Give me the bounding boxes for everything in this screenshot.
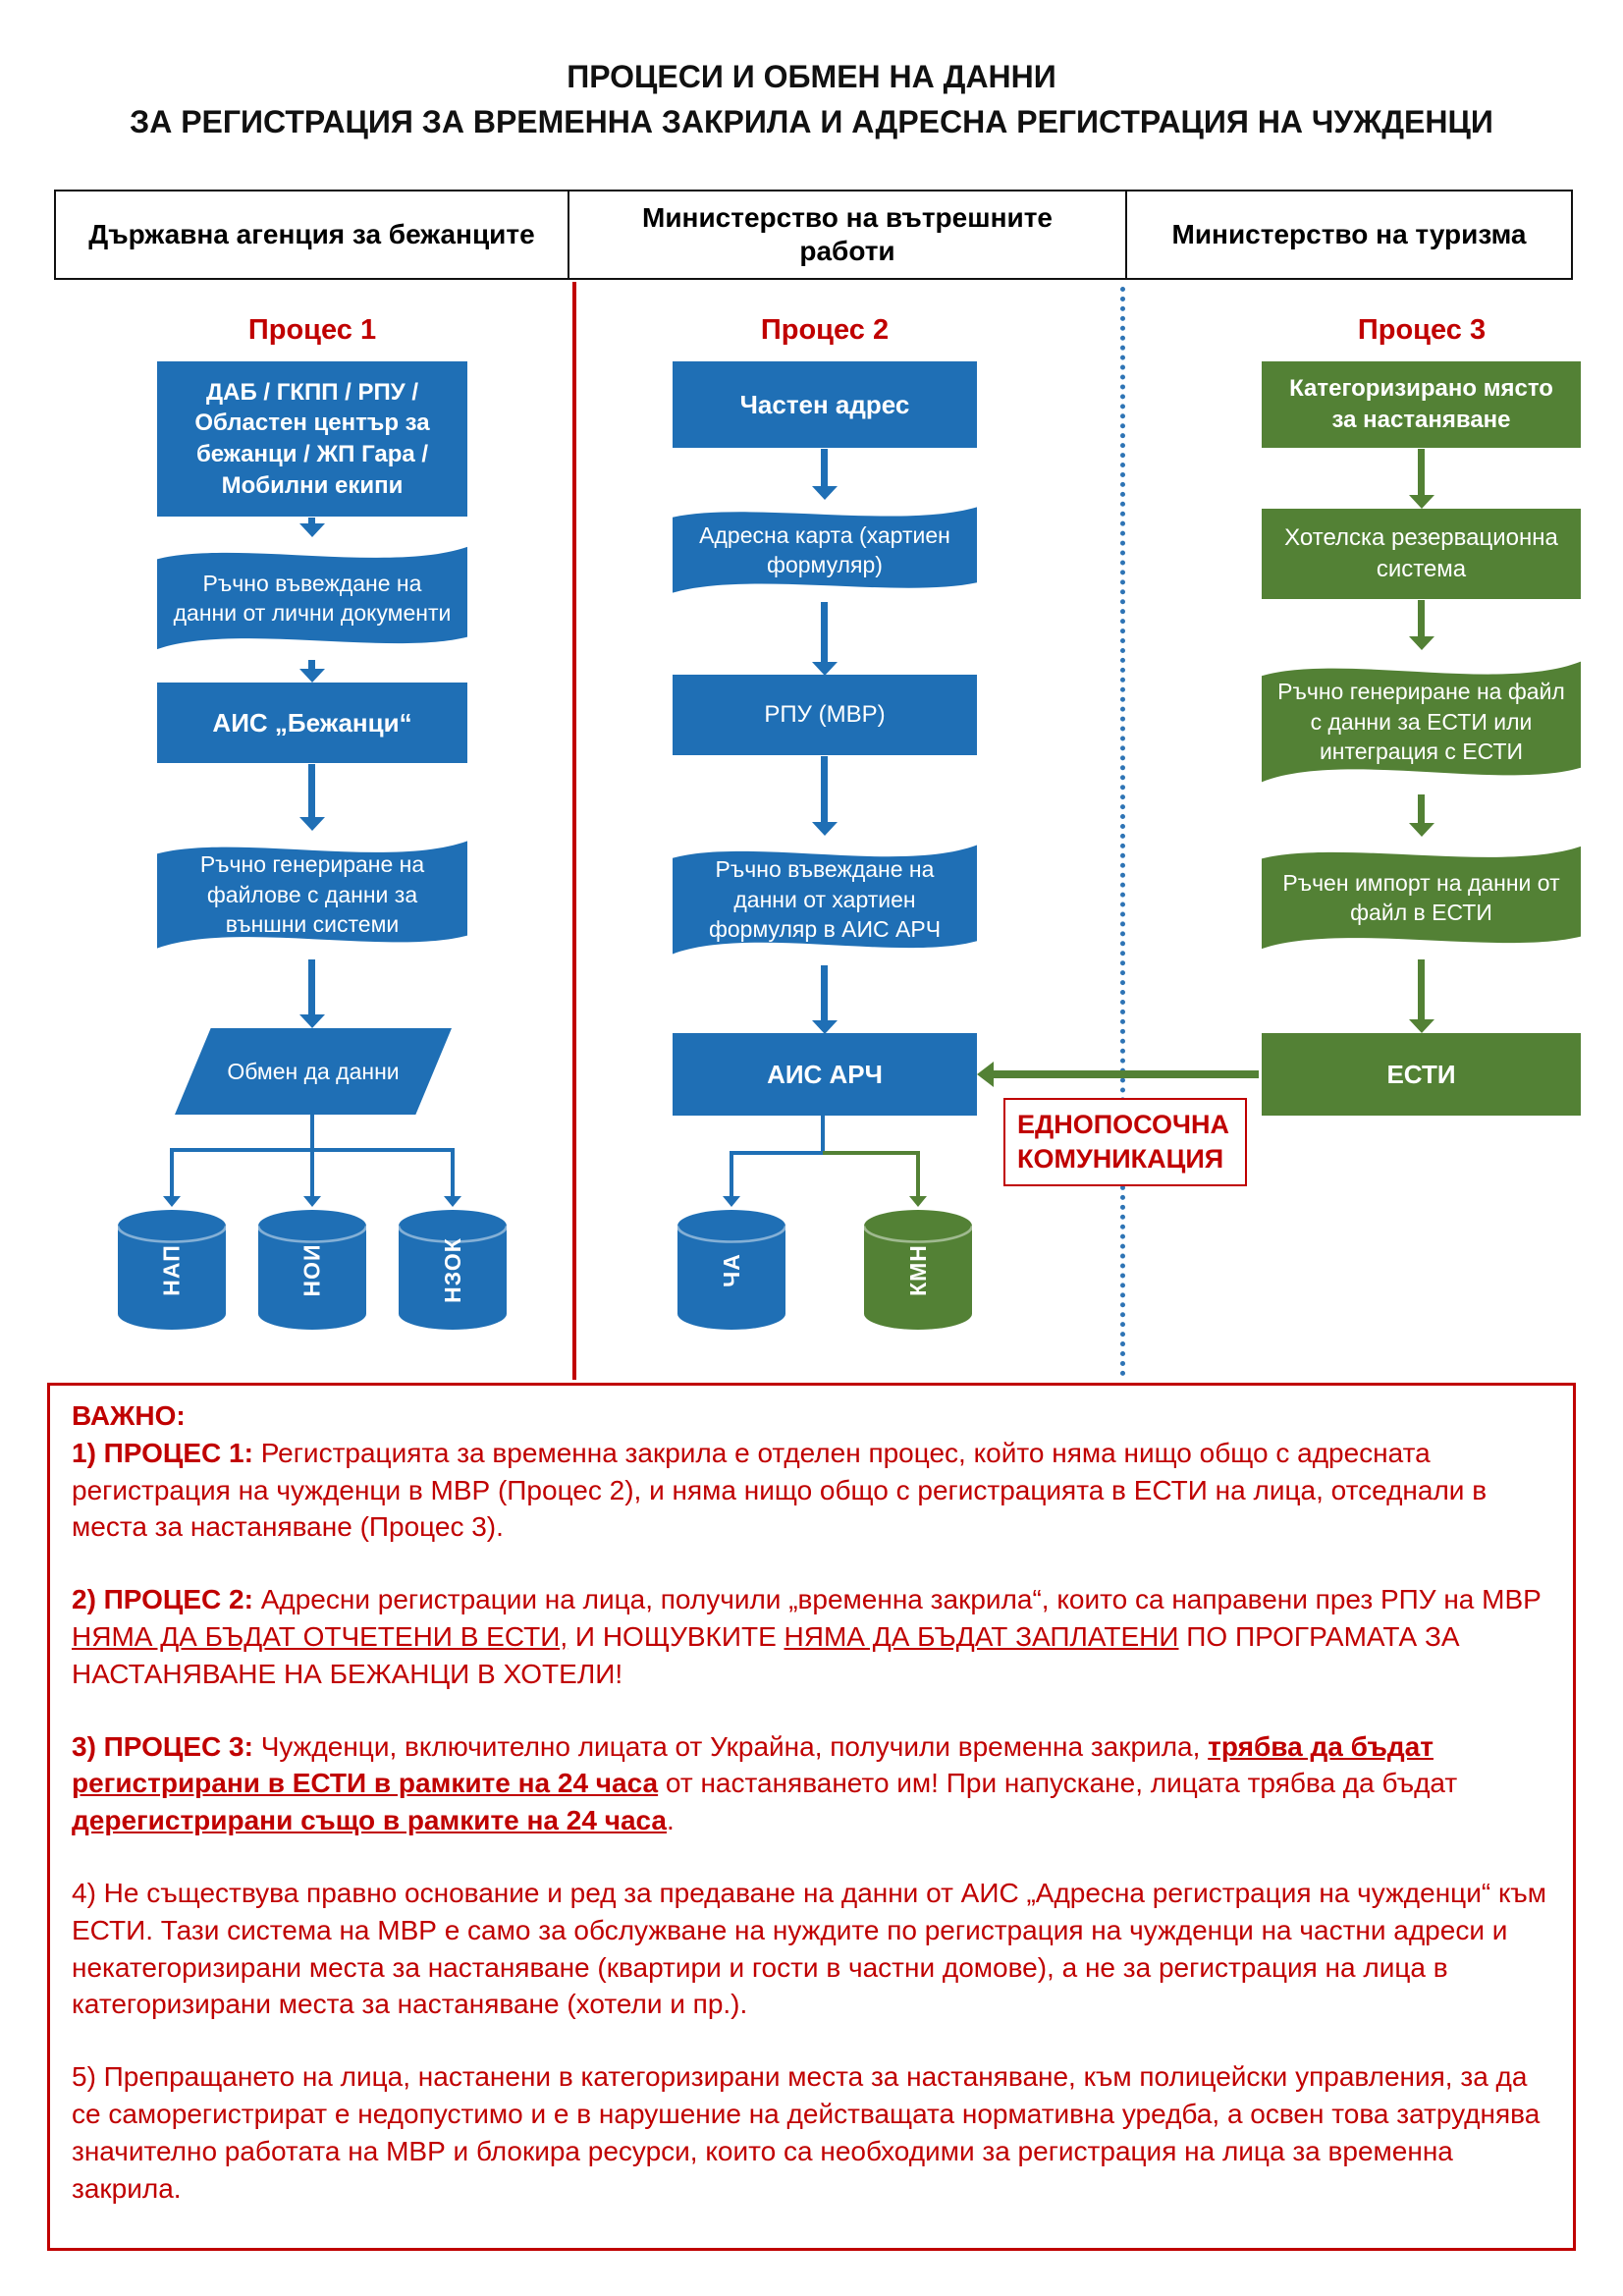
node-address-card: Адресна карта (хартиен формуляр) — [673, 499, 977, 601]
notes-paragraph-1: 1) ПРОЦЕС 1: Регистрацията за временна з… — [72, 1437, 1488, 1543]
node-manual-import-esti-label: Ръчен импорт на данни от файл в ЕСТИ — [1282, 869, 1560, 925]
connector-line — [823, 1151, 920, 1155]
notes-heading: ВАЖНО: — [72, 1400, 186, 1431]
node-manual-input-arch-label: Ръчно въвеждане на данни от хартиен форм… — [708, 856, 942, 943]
notes-paragraph-3: 3) ПРОЦЕС 3: Чужденци, включително лицат… — [72, 1730, 1458, 1836]
header-ministry-interior: Министерство на вътрешните работи — [568, 190, 1127, 280]
db-nzok-label: НЗОК — [439, 1236, 465, 1303]
node-private-address-label: Частен адрес — [739, 389, 910, 419]
node-data-exchange: Обмен да данни — [175, 1028, 452, 1115]
page-title: ПРОЦЕСИ И ОБМЕН НА ДАННИ ЗА РЕГИСТРАЦИЯ … — [0, 54, 1623, 145]
node-rpu-mvr: РПУ (МВР) — [673, 675, 977, 755]
db-cha-cylinder: ЧА — [677, 1210, 785, 1330]
node-private-address: Частен адрес — [673, 361, 977, 448]
node-manual-generation-esti-label: Ръчно генериране на файл с данни за ЕСТИ… — [1277, 679, 1565, 765]
node-ais-arch-label: АИС АРЧ — [767, 1059, 883, 1089]
node-manual-files-external: Ръчно генериране на файлове с данни за в… — [157, 831, 467, 958]
arrow-down-icon — [821, 449, 828, 486]
header-ministry-interior-label: Министерство на вътрешните работи — [642, 202, 1053, 266]
notes-paragraph-4: 4) Не съществува правно основание и ред … — [72, 1877, 1546, 2020]
arrow-down-icon — [821, 965, 828, 1020]
page-title-line1: ПРОЦЕСИ И ОБМЕН НА ДАННИ — [567, 59, 1056, 94]
arrow-down-icon — [310, 1150, 314, 1196]
node-entry-points: ДАБ / ГКПП / РПУ / Областен център за бе… — [157, 361, 467, 517]
db-nap-label: НАП — [158, 1243, 185, 1296]
arrow-down-icon — [308, 764, 315, 817]
db-nap-cylinder: НАП — [118, 1210, 226, 1330]
node-ais-arch: АИС АРЧ — [673, 1033, 977, 1116]
db-nzok-cylinder: НЗОК — [399, 1210, 507, 1330]
db-kmn-cylinder: КМН — [864, 1210, 972, 1330]
connector-line — [310, 1115, 314, 1150]
node-hotel-system-label: Хотелска резервационна система — [1284, 524, 1558, 582]
arrow-down-icon — [821, 602, 828, 662]
arrow-down-icon — [308, 518, 315, 523]
arrow-down-icon — [1418, 959, 1425, 1019]
node-manual-input-arch: Ръчно въвеждане на данни от хартиен форм… — [673, 835, 977, 964]
node-manual-import-esti: Ръчен импорт на данни от файл в ЕСТИ — [1262, 837, 1581, 958]
node-entry-points-label: ДАБ / ГКПП / РПУ / Областен център за бе… — [194, 378, 430, 499]
db-noi-label: НОИ — [298, 1242, 325, 1297]
node-manual-input-documents: Ръчно въвеждане на данни от лични докуме… — [157, 537, 467, 659]
node-manual-files-external-label: Ръчно генериране на файлове с данни за в… — [199, 851, 425, 938]
node-categorized-place: Категоризирано място за настаняване — [1262, 361, 1581, 448]
divider-red-line — [572, 282, 576, 1380]
node-esti: ЕСТИ — [1262, 1033, 1581, 1116]
db-noi-cylinder: НОИ — [258, 1210, 366, 1330]
node-ais-refugees-label: АИС „Бежанци“ — [212, 707, 412, 738]
node-ais-refugees: АИС „Бежанци“ — [157, 683, 467, 763]
db-cha-label: ЧА — [718, 1252, 744, 1287]
arrow-down-icon — [821, 756, 828, 822]
header-agency-refugees: Държавна агенция за бежанците — [54, 190, 569, 280]
process1-label: Процес 1 — [247, 314, 377, 346]
arrow-down-icon — [308, 660, 315, 669]
arrow-down-icon — [1418, 600, 1425, 636]
arrow-down-icon — [1418, 449, 1425, 495]
connector-line — [730, 1151, 825, 1155]
notes-paragraph-2: 2) ПРОЦЕС 2: Адресни регистрации на лица… — [72, 1584, 1542, 1689]
header-ministry-tourism: Министерство на туризма — [1125, 190, 1573, 280]
arrow-down-icon — [170, 1150, 174, 1196]
header-ministry-tourism-label: Министерство на туризма — [1171, 219, 1527, 250]
node-categorized-place-label: Категоризирано място за настаняване — [1289, 375, 1553, 433]
process3-label: Процес 3 — [1357, 314, 1487, 346]
node-data-exchange-label: Обмен да данни — [227, 1058, 400, 1084]
node-manual-input-documents-label: Ръчно въвеждане на данни от лични докуме… — [173, 570, 452, 626]
important-notes-box: ВАЖНО: 1) ПРОЦЕС 1: Регистрацията за вре… — [47, 1383, 1576, 2251]
db-kmn-label: КМН — [904, 1243, 931, 1296]
arrow-left-esti-to-arch-icon — [994, 1070, 1259, 1078]
page-title-line2: ЗА РЕГИСТРАЦИЯ ЗА ВРЕМЕННА ЗАКРИЛА И АДР… — [130, 104, 1493, 140]
node-rpu-mvr-label: РПУ (МВР) — [764, 701, 886, 729]
arrow-down-icon — [451, 1150, 455, 1196]
divider-dotted-line — [1120, 287, 1125, 1377]
node-esti-label: ЕСТИ — [1386, 1059, 1456, 1089]
node-address-card-label: Адресна карта (хартиен формуляр) — [699, 521, 950, 577]
arrow-down-icon — [308, 959, 315, 1014]
one-way-communication-label: ЕДНОПОСОЧНА КОМУНИКАЦИЯ — [1003, 1098, 1247, 1186]
process2-label: Процес 2 — [760, 314, 890, 346]
arrow-down-icon — [916, 1153, 920, 1196]
connector-line — [821, 1116, 825, 1151]
notes-paragraph-5: 5) Препращането на лица, настанени в кат… — [72, 2061, 1541, 2204]
arrow-down-icon — [730, 1153, 733, 1196]
header-agency-refugees-label: Държавна агенция за бежанците — [88, 219, 535, 250]
node-manual-generation-esti: Ръчно генериране на файл с данни за ЕСТИ… — [1262, 650, 1581, 793]
node-hotel-system: Хотелска резервационна система — [1262, 509, 1581, 599]
arrow-down-icon — [1418, 794, 1425, 823]
